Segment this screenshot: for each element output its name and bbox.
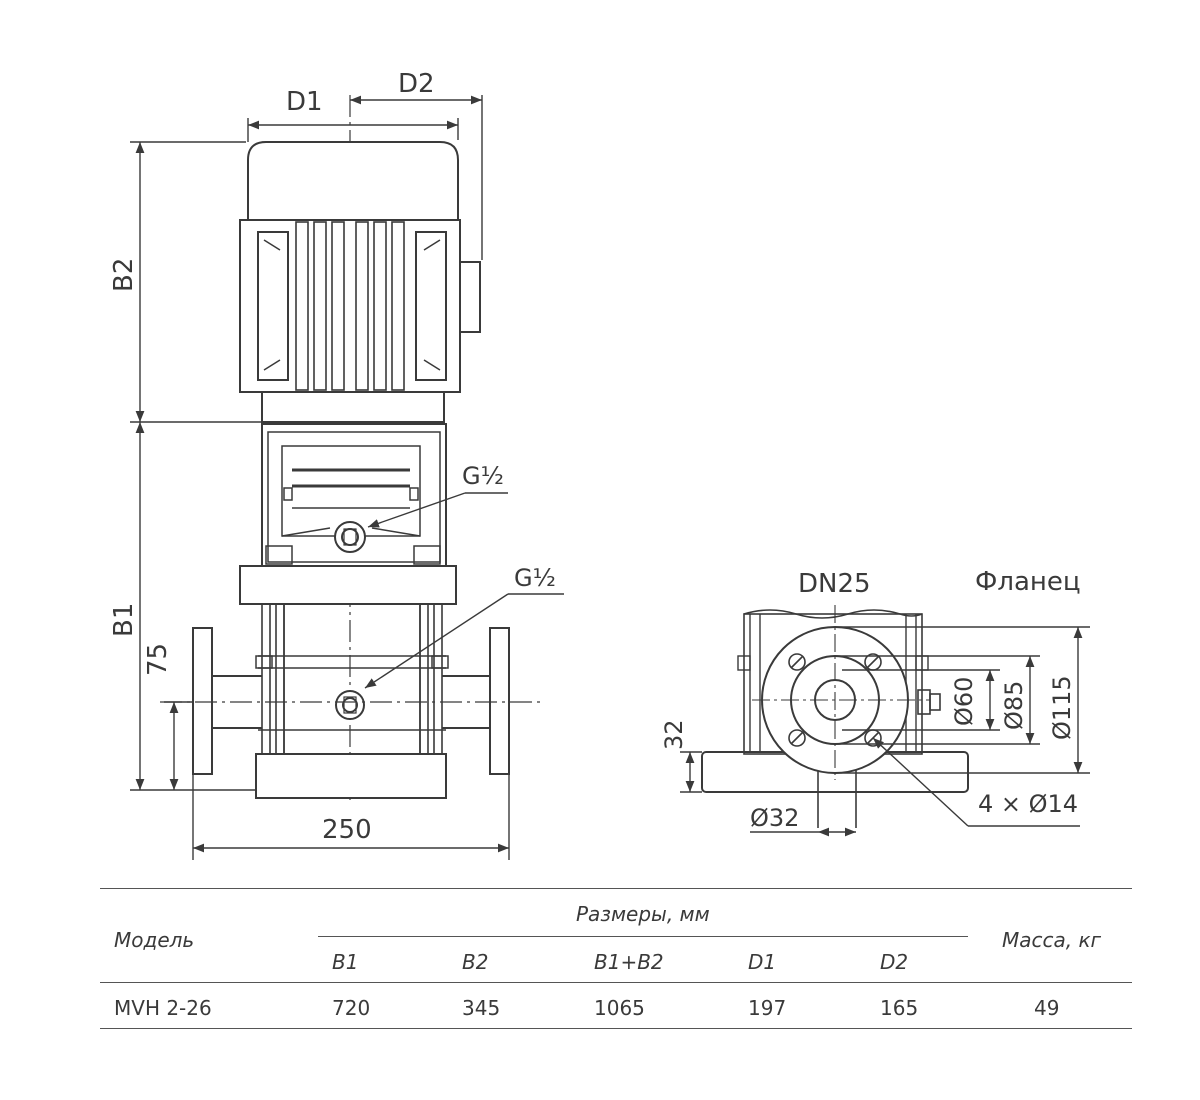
pump-barrel: [283, 603, 421, 755]
right-flange: [489, 627, 510, 775]
b2-label: B2: [109, 258, 139, 292]
front-view-dimensions: [130, 95, 564, 860]
col-header-d1: D1: [748, 950, 777, 974]
cell-d2: 165: [880, 996, 919, 1020]
dimensions-header: Размеры, мм: [576, 902, 710, 926]
terminal-box: [459, 261, 481, 333]
motor-cap: [247, 141, 459, 223]
port-height-label: 75: [143, 643, 173, 676]
mass-header: Масса, кг: [1002, 928, 1102, 952]
flange-view-labels: Фланец DN25 Ø60 Ø85 Ø115 Ø32 32 4 × Ø14: [660, 567, 1081, 832]
motor-flange: [261, 391, 445, 423]
d2-label: D2: [398, 69, 435, 99]
pump-dimension-drawing: D1 D2 B2 B1 75 250 G½ G½: [109, 69, 1090, 860]
d85-label: Ø85: [1000, 681, 1028, 730]
gauge-port-bottom-label: G½: [514, 564, 556, 592]
tie-rods: [261, 603, 443, 755]
cell-model: MVH 2-26: [114, 996, 212, 1020]
cell-d1: 197: [748, 996, 787, 1020]
width-label: 250: [322, 815, 372, 845]
d60-label: Ø60: [950, 677, 978, 726]
d115-label: Ø115: [1048, 675, 1076, 740]
height-label: 32: [660, 719, 688, 750]
col-header-d2: D2: [880, 950, 909, 974]
top-plate: [239, 565, 457, 605]
outlet-pipe: [442, 675, 490, 729]
model-header: Модель: [114, 928, 195, 952]
header-bottom-rule: [100, 982, 1132, 983]
front-view-labels: D1 D2 B2 B1 75 250 G½ G½: [109, 69, 556, 845]
motor-fins: [295, 221, 405, 391]
gauge-port-lower: [335, 690, 365, 720]
table-top-rule: [100, 888, 1132, 889]
cell-b2: 345: [462, 996, 501, 1020]
flange-title: Фланец: [975, 567, 1081, 597]
flange-view: [701, 605, 969, 828]
cell-b1: 720: [332, 996, 371, 1020]
inlet-pipe: [212, 675, 262, 729]
col-header-b1b2: B1+B2: [594, 950, 664, 974]
b1-label: B1: [109, 603, 139, 637]
d1-label: D1: [286, 87, 323, 117]
col-header-b2: B2: [462, 950, 489, 974]
pump-base: [255, 753, 447, 799]
pump-front-view: [160, 95, 540, 800]
col-header-b1: B1: [332, 950, 359, 974]
gauge-port-top-label: G½: [462, 462, 504, 490]
gauge-port-upper: [334, 521, 366, 553]
holes-label: 4 × Ø14: [978, 790, 1078, 818]
d32-label: Ø32: [750, 804, 799, 832]
left-flange: [192, 627, 213, 775]
flange-dimensions: [680, 626, 1090, 837]
cell-b1b2: 1065: [594, 996, 645, 1020]
dimensions-sub-rule: [318, 936, 968, 937]
dn-label: DN25: [798, 569, 871, 599]
cell-mass: 49: [1034, 996, 1060, 1020]
table-bottom-rule: [100, 1028, 1132, 1029]
